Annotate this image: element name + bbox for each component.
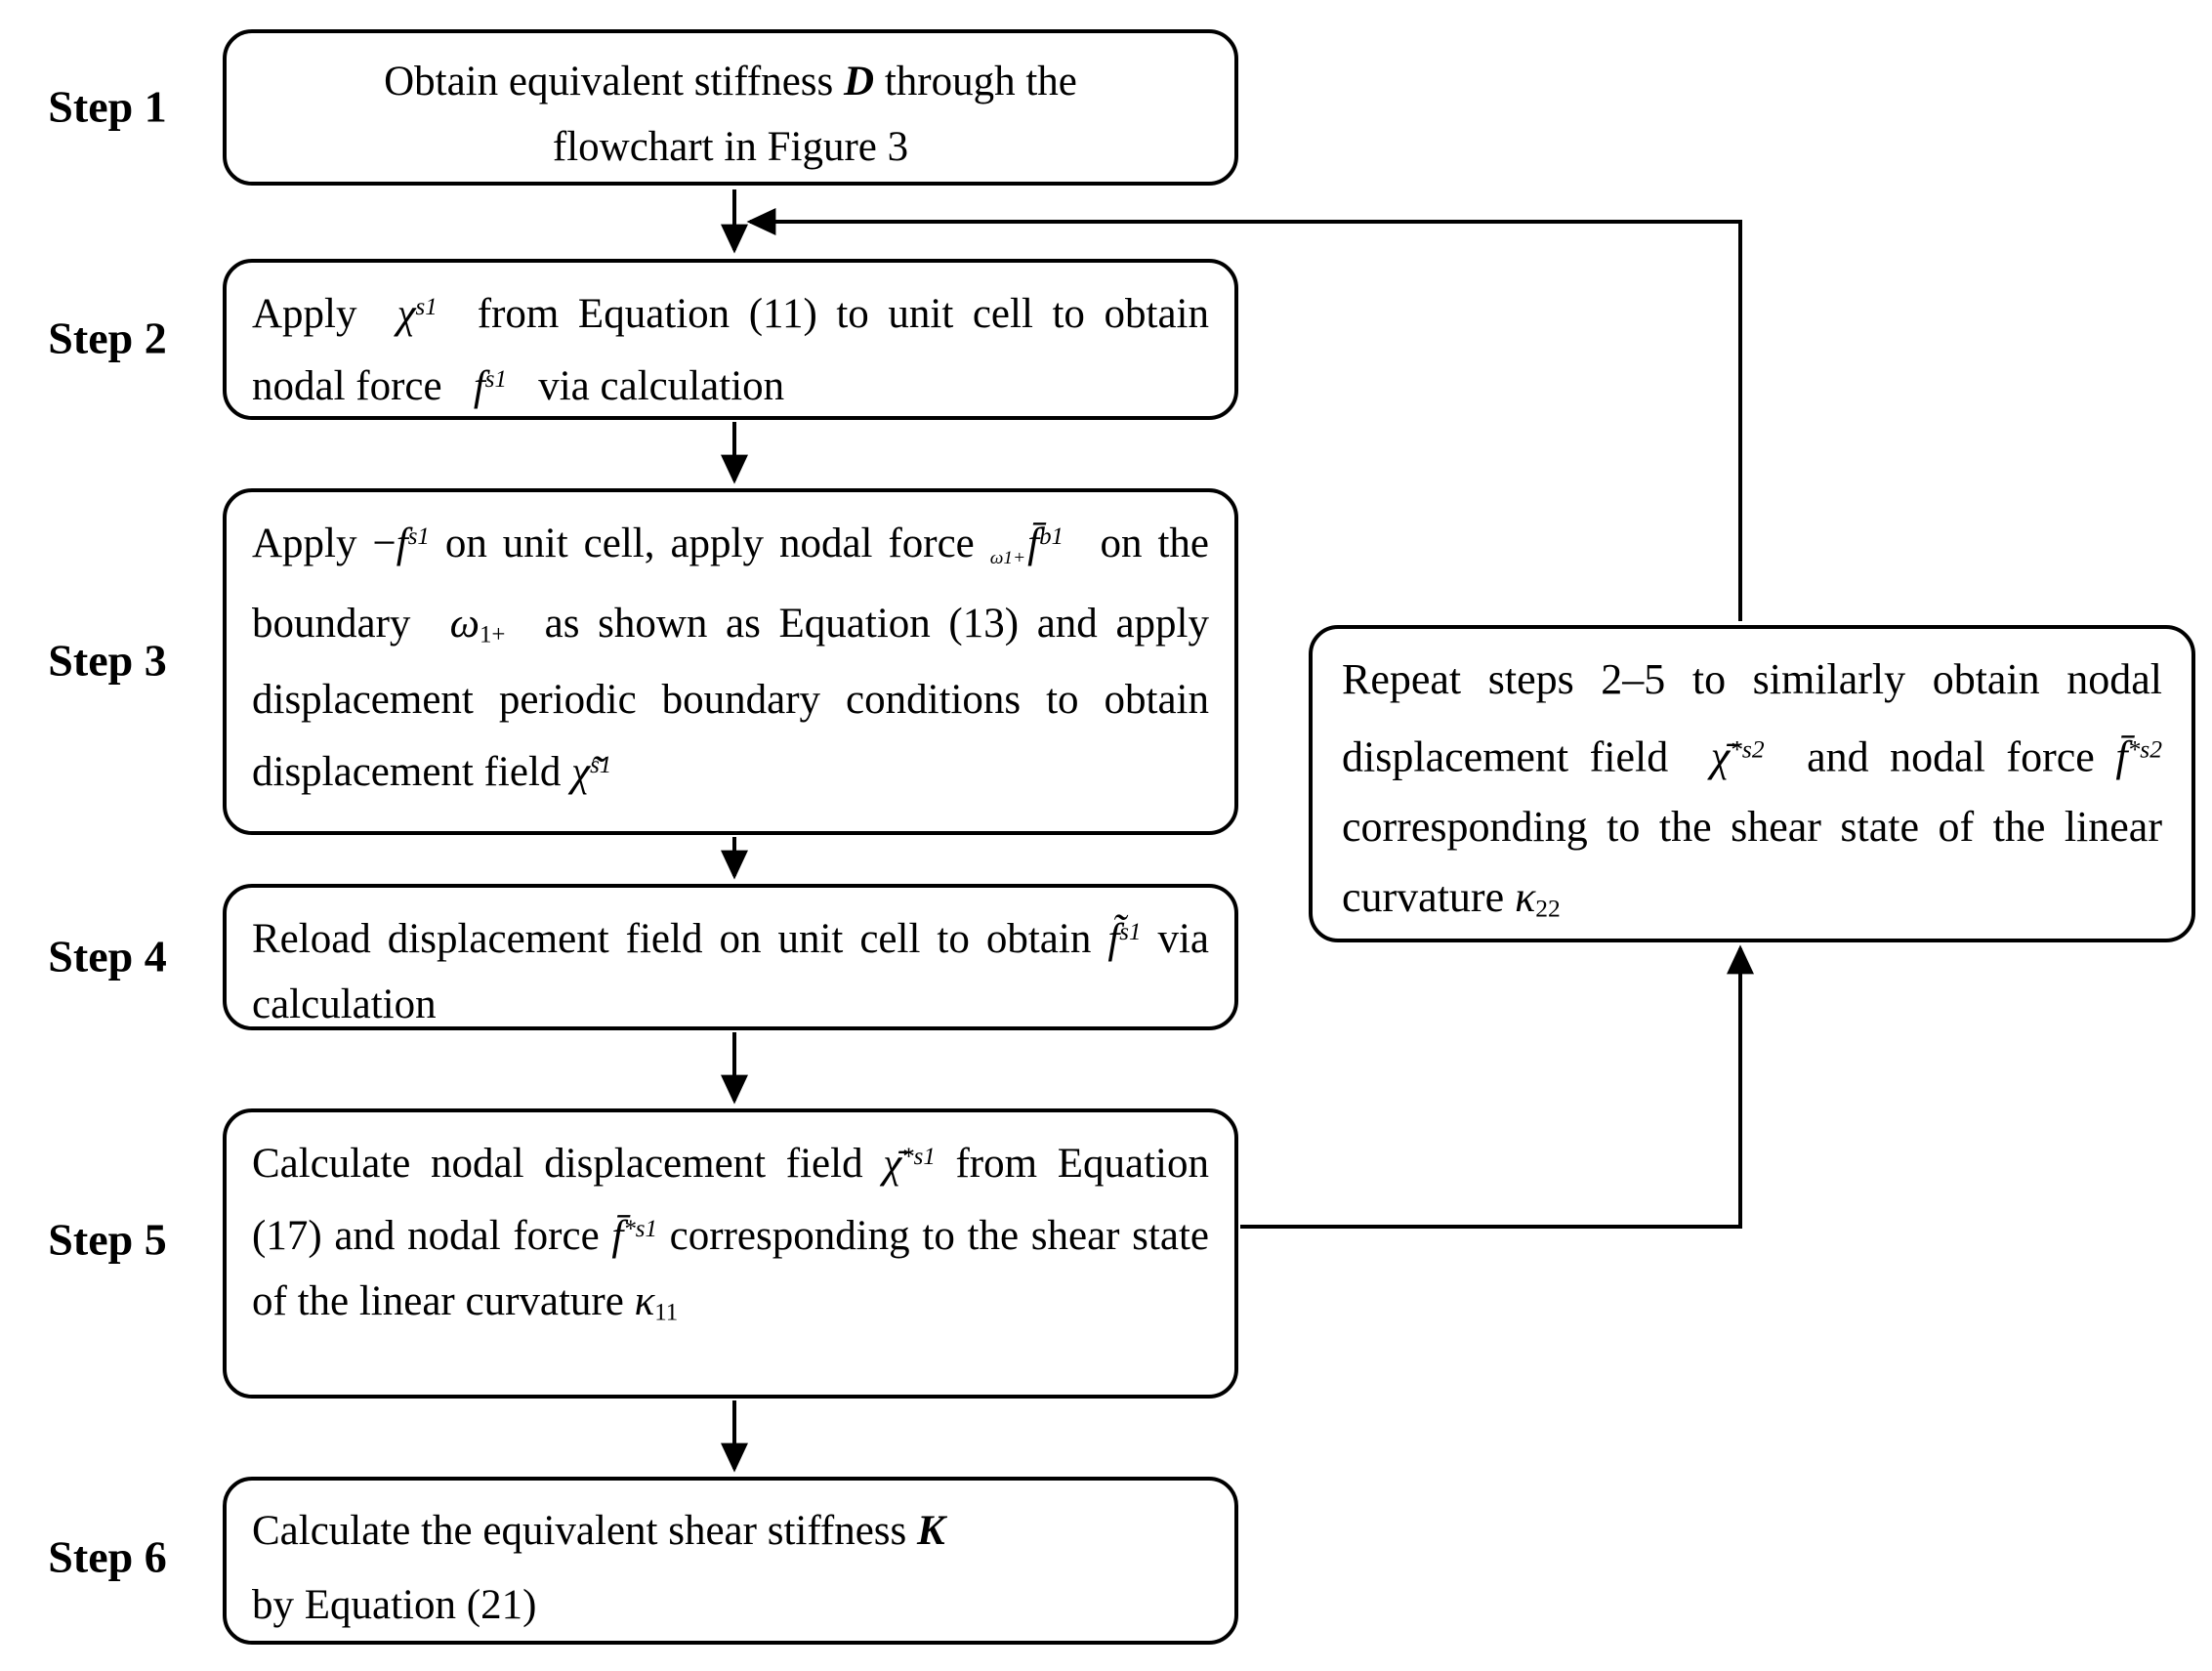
repeat-box: Repeat steps 2–5 to similarly obtain nod…: [1309, 625, 2195, 942]
step-1-box-text: Obtain equivalent stiffness D through th…: [384, 59, 1077, 170]
step-5-box-text: Calculate nodal displacement field χ̄*s1…: [252, 1140, 1209, 1326]
step-3-box: Apply −fs1 on unit cell, apply nodal for…: [223, 488, 1238, 835]
step-5-box: Calculate nodal displacement field χ̄*s1…: [223, 1108, 1238, 1399]
step-4-label: Step 4: [48, 931, 167, 982]
step-6-label: Step 6: [48, 1531, 167, 1582]
arrow-repeat-to-step2-junction: [746, 208, 1742, 621]
step-1-box: Obtain equivalent stiffness D through th…: [223, 29, 1238, 186]
step-2-box-text: Apply χs1 from Equation (11) to unit cel…: [252, 290, 1209, 409]
step-6-box: Calculate the equivalent shear stiffness…: [223, 1477, 1238, 1645]
step-3-label: Step 3: [48, 635, 167, 686]
step-3-box-text: Apply −fs1 on unit cell, apply nodal for…: [252, 520, 1209, 796]
step-2-label: Step 2: [48, 313, 167, 363]
step-5-label: Step 5: [48, 1214, 167, 1265]
step-2-box: Apply χs1 from Equation (11) to unit cel…: [223, 259, 1238, 420]
step-4-box-text: Reload displacement field on unit cell t…: [252, 915, 1209, 1027]
step-6-box-text: Calculate the equivalent shear stiffness…: [252, 1508, 945, 1628]
arrow-step5-to-repeat: [1240, 944, 1754, 1229]
repeat-box-text: Repeat steps 2–5 to similarly obtain nod…: [1342, 655, 2162, 923]
step-4-box: Reload displacement field on unit cell t…: [223, 884, 1238, 1030]
step-1-label: Step 1: [48, 81, 167, 132]
